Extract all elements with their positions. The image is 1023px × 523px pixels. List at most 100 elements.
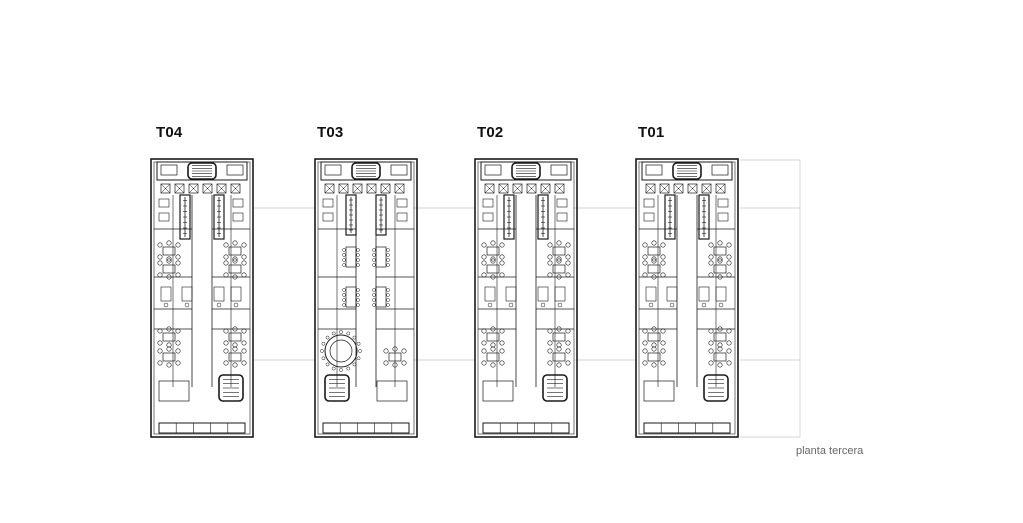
shaft-box [188,183,199,194]
shaft-box [216,183,227,194]
elevator-shaft [187,162,217,180]
chair [565,328,571,334]
workstation-cluster [157,326,181,348]
chair [490,362,496,368]
chair [175,242,181,248]
elevator-core [324,374,350,402]
chair [565,242,571,248]
chair [556,274,562,280]
stair-core [698,194,710,240]
chair [717,346,723,352]
elevator-shaft [218,374,244,402]
chair [223,260,229,266]
chair [726,254,732,260]
chair [372,263,376,267]
chair [383,348,389,354]
desk-group [388,352,402,362]
workstation-cluster [547,346,571,368]
chair [726,360,732,366]
shaft-cross [202,183,213,194]
chair [717,258,723,264]
shaft-box [673,183,684,194]
shaft-box [338,183,349,194]
chair [642,328,648,334]
desk-group [162,246,176,256]
chair [342,258,346,262]
tower-outline [635,158,739,438]
chair [233,302,239,308]
chair [157,348,163,354]
shaft-cross [526,183,537,194]
service-room [643,380,675,402]
bottom-strip [482,422,570,434]
chair [726,272,732,278]
desk-group [486,332,500,342]
chair [383,360,389,366]
chair [557,302,563,308]
office-desk [213,286,225,302]
service-room [158,380,190,402]
office-desk [482,212,494,222]
chair [331,366,336,371]
shaft-cross [366,183,377,194]
desk-group [647,332,661,342]
desk-group [552,332,566,342]
desk-group [228,264,242,274]
stair-core [213,194,225,240]
chair [651,274,657,280]
chair [565,260,571,266]
chair [157,360,163,366]
shaft-cross [352,183,363,194]
chair [157,254,163,260]
chair [386,298,390,302]
chair [718,302,724,308]
shaft-box [380,183,391,194]
chair [232,342,238,348]
toilet-block [390,164,408,176]
elevator-shaft [703,374,729,402]
chair [175,272,181,278]
office-desk [698,286,710,302]
desk-group [713,246,727,256]
chair [660,242,666,248]
chair [717,240,723,246]
chair [241,340,247,346]
shaft-box [352,183,363,194]
shaft-cross [540,183,551,194]
chair [356,293,360,297]
workstation-cluster [708,240,732,262]
chair [481,272,487,278]
toilet-block [160,164,178,176]
chair [726,340,732,346]
tower-plan [635,158,739,438]
service-strip [320,161,412,181]
stair-core [537,194,549,240]
tower-outline [150,158,254,438]
chair [184,302,190,308]
chair [223,360,229,366]
chair [241,360,247,366]
workstation-cluster [481,326,505,348]
chair [547,348,553,354]
tower-plan [474,158,578,438]
chair [232,346,238,352]
chair [499,340,505,346]
shaft-cross [324,183,335,194]
elevator-shaft [351,162,381,180]
workstation-cluster [157,258,181,280]
chair [508,302,514,308]
chair [241,254,247,260]
chair [175,328,181,334]
chair [717,362,723,368]
shaft-cross [174,183,185,194]
shaft-cross [554,183,565,194]
chair [175,254,181,260]
shaft-box [715,183,726,194]
chair [642,348,648,354]
elevator-shaft [324,374,350,402]
elevator-shaft [672,162,702,180]
chair [547,254,553,260]
chair [547,328,553,334]
bottom-strip [322,422,410,434]
chair [342,253,346,257]
